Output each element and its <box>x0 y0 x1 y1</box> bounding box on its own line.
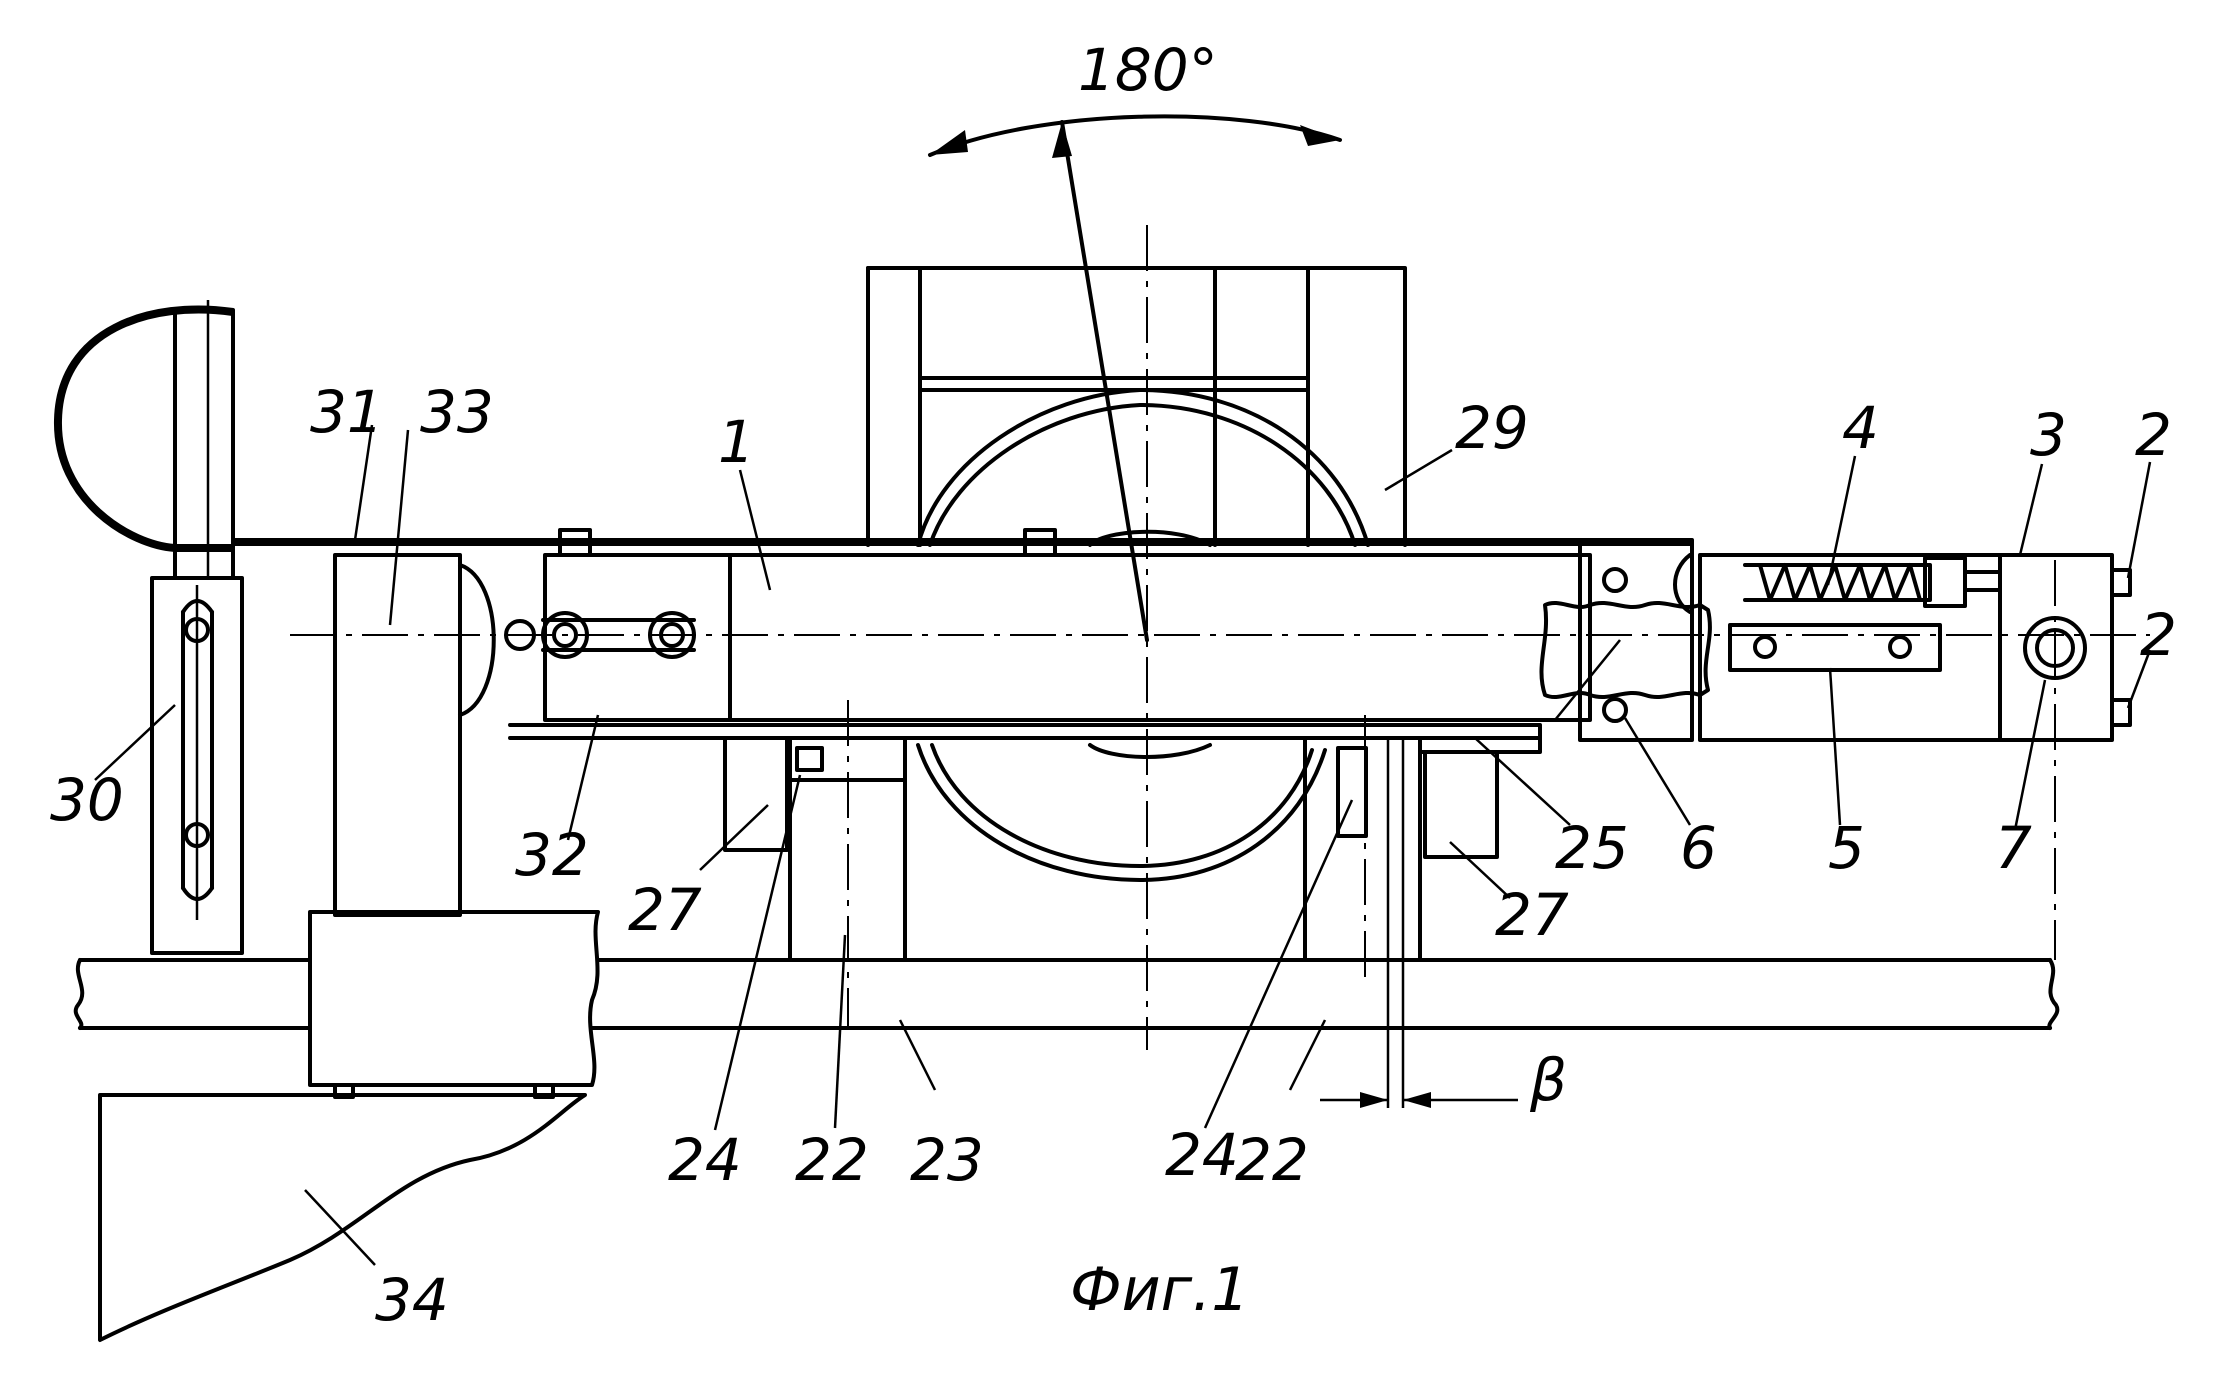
label-2b: 2 <box>2140 601 2177 669</box>
label-32: 32 <box>515 821 589 889</box>
label-25: 25 <box>1555 814 1629 882</box>
label-4: 4 <box>1842 394 1879 462</box>
label-29: 29 <box>1455 394 1529 462</box>
label-24a: 24 <box>668 1126 742 1194</box>
supports-22 <box>790 738 1420 960</box>
label-30: 30 <box>50 766 124 834</box>
label-31: 31 <box>310 378 384 446</box>
gap-label: β <box>1529 1046 1567 1114</box>
label-7: 7 <box>1995 814 2032 882</box>
label-24b: 24 <box>1165 1121 1239 1189</box>
plate-25 <box>1420 738 1540 752</box>
right-assembly <box>1541 540 2130 740</box>
support-block-34 <box>100 1085 585 1340</box>
rotation-label: 180° <box>1078 36 1218 104</box>
post-30 <box>152 300 242 953</box>
label-22a: 22 <box>795 1126 869 1194</box>
label-5: 5 <box>1828 814 1865 882</box>
clamp-block <box>310 912 598 1085</box>
tape-31 <box>58 309 1690 548</box>
label-3: 3 <box>2030 401 2067 469</box>
label-22b: 22 <box>1235 1126 1309 1194</box>
label-27a: 27 <box>628 876 702 944</box>
label-1: 1 <box>718 408 755 476</box>
brackets-27 <box>725 738 1497 857</box>
label-27b: 27 <box>1495 881 1569 949</box>
label-23: 23 <box>910 1126 984 1194</box>
label-6: 6 <box>1680 814 1717 882</box>
label-33: 33 <box>420 378 494 446</box>
gap-dimension <box>1320 1092 1518 1108</box>
label-34: 34 <box>375 1266 449 1334</box>
figure-caption: Фиг.1 <box>1070 1255 1249 1325</box>
label-2a: 2 <box>2135 401 2172 469</box>
